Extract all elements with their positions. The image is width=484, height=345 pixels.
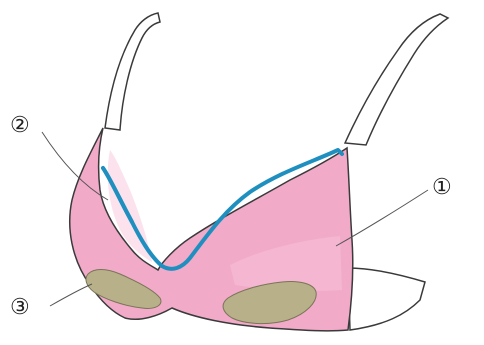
strap-left — [105, 13, 160, 130]
back-band — [348, 268, 425, 330]
callout-label-2: ② — [10, 113, 30, 138]
leader-line-3 — [50, 284, 92, 306]
callout-label-1: ① — [432, 175, 452, 200]
callout-label-3: ③ — [10, 295, 30, 320]
strap-right — [345, 14, 448, 145]
